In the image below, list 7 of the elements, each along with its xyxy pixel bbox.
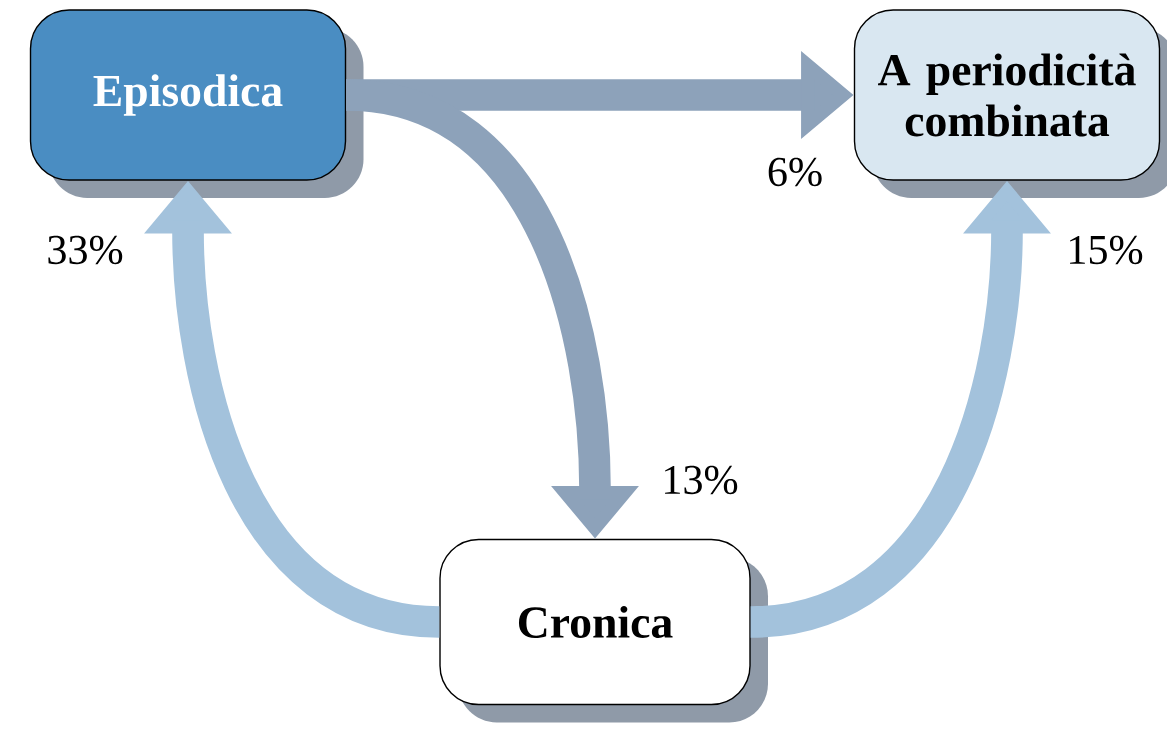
process-box: Cronica [439,538,768,723]
edge-label: 33% [48,235,123,265]
edge-label: 6% [768,157,822,187]
process-box: A periodicità combinata [853,9,1167,198]
edge-label: 13% [665,465,738,495]
edge-label: 15% [1070,235,1143,265]
process-box: Episodica [29,9,364,198]
